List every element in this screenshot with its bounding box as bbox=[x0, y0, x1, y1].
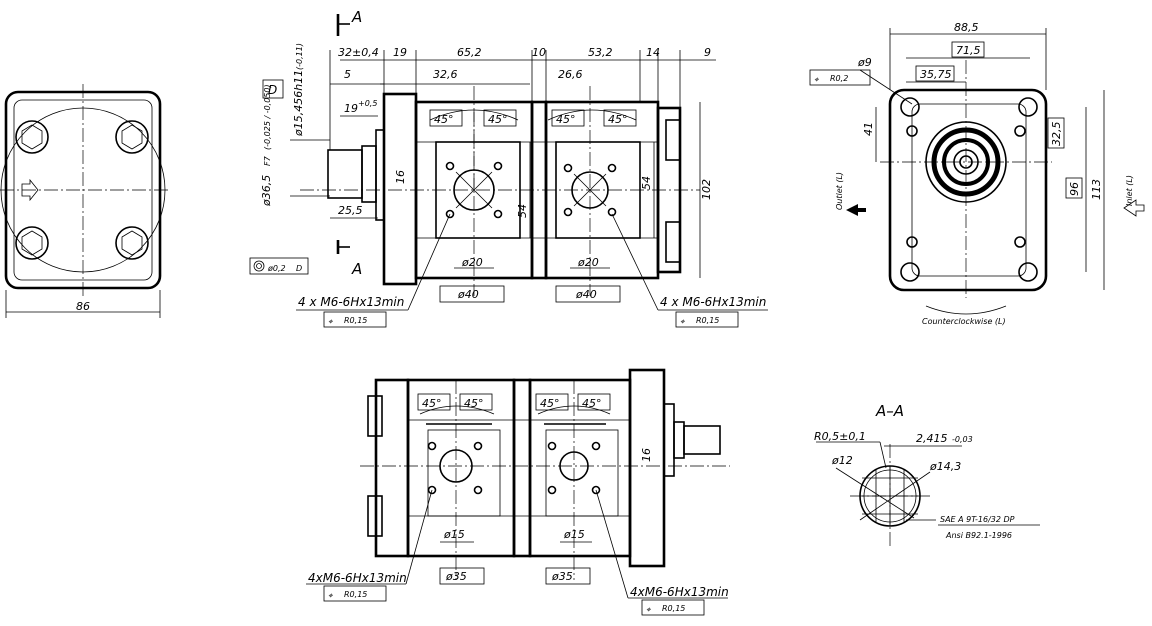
angle-3: 45° bbox=[556, 113, 576, 126]
b-port-2: ø35 bbox=[551, 570, 573, 583]
dim-19: 19 bbox=[393, 46, 407, 59]
dim-71-5: 71,5 bbox=[956, 44, 981, 57]
angle-4: 45° bbox=[608, 113, 628, 126]
dim-32-0-4: 32±0,4 bbox=[338, 46, 379, 59]
section-dia-12: ø12 bbox=[831, 454, 853, 467]
b-pos-symbol-1: ⌖ bbox=[328, 591, 334, 600]
pilot-tolerance: (-0,025 / -0,050) bbox=[263, 84, 272, 150]
dim-96: 96 bbox=[1068, 182, 1081, 196]
b-pos-symbol-2: ⌖ bbox=[646, 605, 652, 614]
section-2-415: 2,415 bbox=[916, 432, 948, 445]
dim-41: 41 bbox=[862, 122, 875, 136]
pos-symbol-r: ⌖ bbox=[814, 75, 820, 84]
section-2-415-tol: -0,03 bbox=[952, 435, 973, 444]
datum-label: D bbox=[268, 83, 277, 97]
right-end-view: 88,5 71,5 35,75 ø9 ⌖ R0,2 41 32,5 96 113 bbox=[809, 21, 1145, 326]
section-title: A–A bbox=[875, 402, 904, 420]
b-angle-2: 45° bbox=[464, 397, 484, 410]
dim-102: 102 bbox=[700, 179, 713, 200]
dim-25-5: 25,5 bbox=[338, 204, 363, 217]
bottom-view: 45° 45° 45° 45° 16 ø15 ø15 ø35 ø35 4xM6-… bbox=[306, 368, 730, 616]
pos-tol-r: R0,2 bbox=[830, 74, 848, 83]
concentric-datum: D bbox=[296, 264, 302, 273]
b-angle-4: 45° bbox=[582, 397, 602, 410]
b-pos-tol-2: R0,15 bbox=[662, 604, 685, 613]
ansi-standard: Ansi B92.1-1996 bbox=[945, 531, 1012, 540]
concentric-tol: ø0,2 bbox=[267, 264, 286, 273]
dim-9: 9 bbox=[704, 46, 711, 59]
section-mark-top: A bbox=[351, 8, 362, 26]
pilot-fit: F7 bbox=[263, 155, 272, 166]
dim-53-2: 53,2 bbox=[588, 46, 613, 59]
width-dim: 86 bbox=[76, 300, 90, 313]
b-pos-tol-1: R0,15 bbox=[344, 590, 367, 599]
spline-standard: SAE A 9T-16/32 DP bbox=[940, 515, 1015, 524]
b-angle-3: 45° bbox=[540, 397, 560, 410]
dim-54-b: 54 bbox=[640, 176, 653, 190]
pos-symbol-1: ⌖ bbox=[328, 317, 334, 326]
dim-32-5: 32,5 bbox=[1050, 122, 1063, 147]
pos-symbol-2: ⌖ bbox=[680, 317, 686, 326]
dim-88-5: 88,5 bbox=[954, 21, 979, 34]
pos-tol-2: R0,15 bbox=[696, 316, 719, 325]
thread-note-1: 4 x M6-6Hx13min bbox=[298, 295, 404, 309]
b-thread-note-2: 4xM6-6Hx13min bbox=[630, 585, 729, 599]
front-view: A A D bbox=[249, 8, 768, 328]
shaft-diameter: ø15,456h11 bbox=[292, 70, 305, 137]
angle-1: 45° bbox=[434, 113, 454, 126]
section-a-a: A–A R0,5±0,1 2,415 -0,03 ø12 ø14,3 SAE A… bbox=[814, 402, 1040, 546]
dim-16: 16 bbox=[394, 170, 407, 184]
outlet-label: Outlet (L) bbox=[835, 172, 844, 210]
dim-10: 10 bbox=[532, 46, 546, 59]
inlet-label: Inlet (L) bbox=[1125, 175, 1134, 206]
dim-26-6: 26,6 bbox=[558, 68, 583, 81]
port-dia-1: ø40 bbox=[457, 288, 479, 301]
section-mark-bottom: A bbox=[351, 260, 362, 278]
b-thread-note-1: 4xM6-6Hx13min bbox=[308, 571, 407, 585]
pos-tol-1: R0,15 bbox=[344, 316, 367, 325]
pilot-diameter: ø36,5 bbox=[260, 175, 273, 207]
section-radius: R0,5±0,1 bbox=[814, 430, 866, 443]
angle-2: 45° bbox=[488, 113, 508, 126]
dim-65-2: 65,2 bbox=[457, 46, 482, 59]
hole-dia: ø9 bbox=[857, 56, 872, 69]
dim-35-75: 35,75 bbox=[920, 68, 952, 81]
dim-19-tolerance: +0,5 bbox=[358, 99, 377, 108]
dim-54-a: 54 bbox=[516, 204, 529, 218]
thread-note-2: 4 x M6-6Hx13min bbox=[660, 295, 766, 309]
dim-14: 14 bbox=[646, 46, 660, 59]
rotation-label: Counterclockwise (L) bbox=[922, 317, 1006, 326]
bore-dia-1: ø20 bbox=[461, 256, 483, 269]
dim-5: 5 bbox=[344, 68, 351, 81]
dim-113: 113 bbox=[1090, 179, 1103, 200]
dim-32-6: 32,6 bbox=[433, 68, 458, 81]
b-dim-16: 16 bbox=[640, 448, 653, 462]
b-port-1: ø35 bbox=[445, 570, 467, 583]
b-angle-1: 45° bbox=[422, 397, 442, 410]
b-bore-2: ø15 bbox=[563, 528, 585, 541]
bore-dia-2: ø20 bbox=[577, 256, 599, 269]
port-dia-2: ø40 bbox=[575, 288, 597, 301]
section-dia-14-3: ø14,3 bbox=[929, 460, 961, 473]
shaft-tolerance: (-0,11) bbox=[295, 43, 304, 70]
b-bore-1: ø15 bbox=[443, 528, 465, 541]
left-end-view: 86 bbox=[0, 84, 168, 318]
dim-19-flange: 19 bbox=[344, 102, 358, 115]
